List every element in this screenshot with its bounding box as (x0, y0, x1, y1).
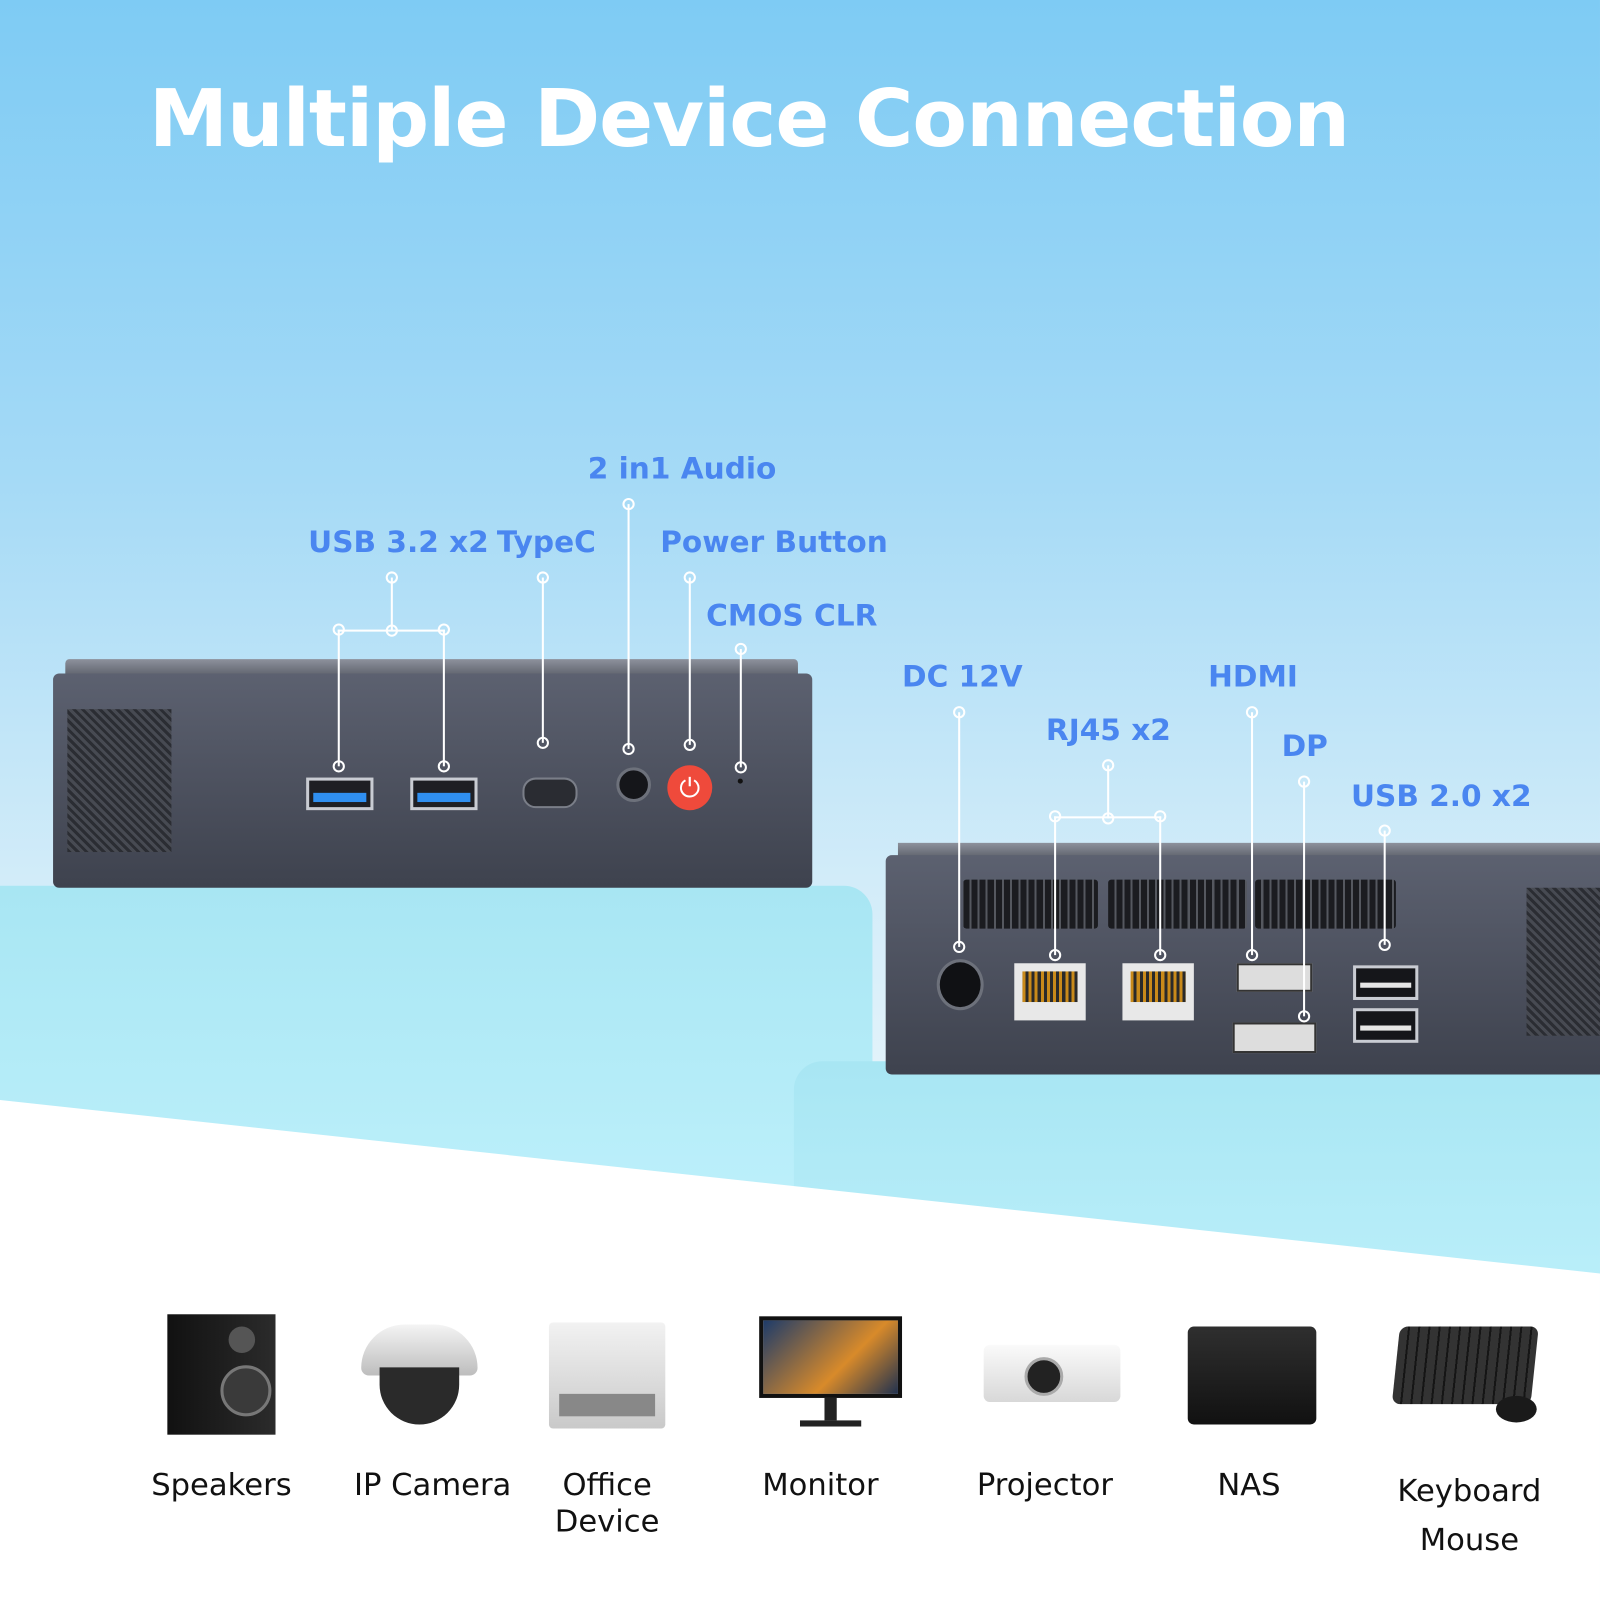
callout-dot (1154, 948, 1167, 962)
callout-dot (332, 760, 345, 773)
callout-dot (622, 497, 635, 511)
callout-dot (1102, 812, 1115, 825)
callout-dot (622, 742, 635, 756)
monitor-icon (759, 1316, 903, 1430)
label-usb20: USB 2.0 x2 (1351, 778, 1532, 814)
callout-line (390, 577, 393, 631)
callout-dot (1048, 948, 1062, 962)
callout-dot (1245, 706, 1259, 719)
label-cmos: CMOS CLR (706, 597, 878, 633)
device-label: Keyboard Mouse (1397, 1473, 1542, 1559)
usb32-port-1 (306, 777, 374, 811)
label-rj45: RJ45 x2 (1045, 712, 1171, 747)
callout-line (1303, 781, 1306, 1017)
side-vent (67, 709, 172, 853)
callout-dot (385, 571, 398, 584)
callout-dot (1154, 810, 1167, 823)
callout-dot (1297, 775, 1311, 788)
rj45-port-2 (1122, 963, 1194, 1021)
power-button-icon: ⏻ (667, 765, 713, 811)
hdmi-port (1236, 963, 1313, 992)
callout-line (627, 504, 630, 749)
callout-dot (734, 642, 747, 656)
callout-line (442, 629, 445, 767)
cmos-clr-hole (737, 778, 743, 784)
callout-dot (683, 571, 696, 584)
callout-line (688, 577, 691, 745)
front-device-lid (65, 659, 798, 676)
callout-dot (953, 706, 966, 719)
audio-jack (616, 767, 652, 803)
callout-dot (1245, 948, 1259, 962)
callout-dot (385, 624, 398, 637)
typec-port (522, 777, 578, 809)
callout-dot (536, 571, 549, 584)
rear-vent (1108, 879, 1247, 929)
ip-camera-icon (361, 1324, 478, 1426)
usb20-port-2 (1353, 1008, 1419, 1043)
callout-line (1107, 765, 1110, 819)
device-label: Monitor (762, 1467, 879, 1504)
callout-dot (683, 738, 696, 752)
callout-dot (437, 760, 450, 773)
callout-line (739, 648, 742, 768)
callout-dot (1048, 810, 1062, 823)
label-hdmi: HDMI (1208, 659, 1298, 694)
label-dc: DC 12V (902, 659, 1023, 694)
nas-icon (1187, 1326, 1317, 1425)
printer-icon (548, 1322, 666, 1429)
device-label: Speakers (151, 1467, 292, 1504)
label-audio: 2 in1 Audio (587, 451, 777, 486)
callout-dot (437, 623, 450, 636)
device-label: IP Camera (353, 1467, 512, 1504)
label-typec: TypeC (496, 524, 596, 560)
callout-line (337, 629, 340, 767)
rear-vent (963, 879, 1098, 929)
device-label: Projector (976, 1467, 1113, 1504)
side-vent (1526, 887, 1600, 1036)
page-title: Multiple Device Connection (148, 73, 1350, 166)
callout-dot (1378, 824, 1391, 837)
callout-line (1159, 816, 1162, 956)
callout-dot (536, 736, 549, 749)
callout-dot (332, 623, 345, 636)
label-usb32: USB 3.2 x2 (308, 524, 489, 560)
speaker-icon (167, 1314, 276, 1435)
dc-jack (936, 959, 984, 1011)
usb32-port-2 (410, 777, 478, 811)
callout-dot (953, 940, 966, 954)
callout-line (1054, 816, 1057, 956)
keyboard-mouse-icon (1391, 1326, 1539, 1425)
rj45-port-1 (1014, 963, 1086, 1021)
callout-line (1383, 830, 1386, 945)
label-dp: DP (1281, 728, 1328, 764)
callout-dot (1297, 1010, 1311, 1023)
callout-dot (734, 761, 747, 774)
callout-line (541, 577, 544, 743)
usb20-port-1 (1353, 965, 1419, 1000)
label-power: Power Button (660, 524, 888, 560)
callout-dot (1378, 938, 1391, 952)
rear-vent (1255, 879, 1396, 929)
projector-icon (983, 1344, 1121, 1403)
callout-line (1251, 712, 1254, 956)
callout-line (958, 712, 961, 947)
rear-device-lid (897, 842, 1600, 858)
device-label: Office Device (554, 1467, 660, 1540)
callout-dot (1102, 759, 1115, 772)
dp-port (1232, 1022, 1317, 1054)
device-label: NAS (1217, 1467, 1281, 1504)
